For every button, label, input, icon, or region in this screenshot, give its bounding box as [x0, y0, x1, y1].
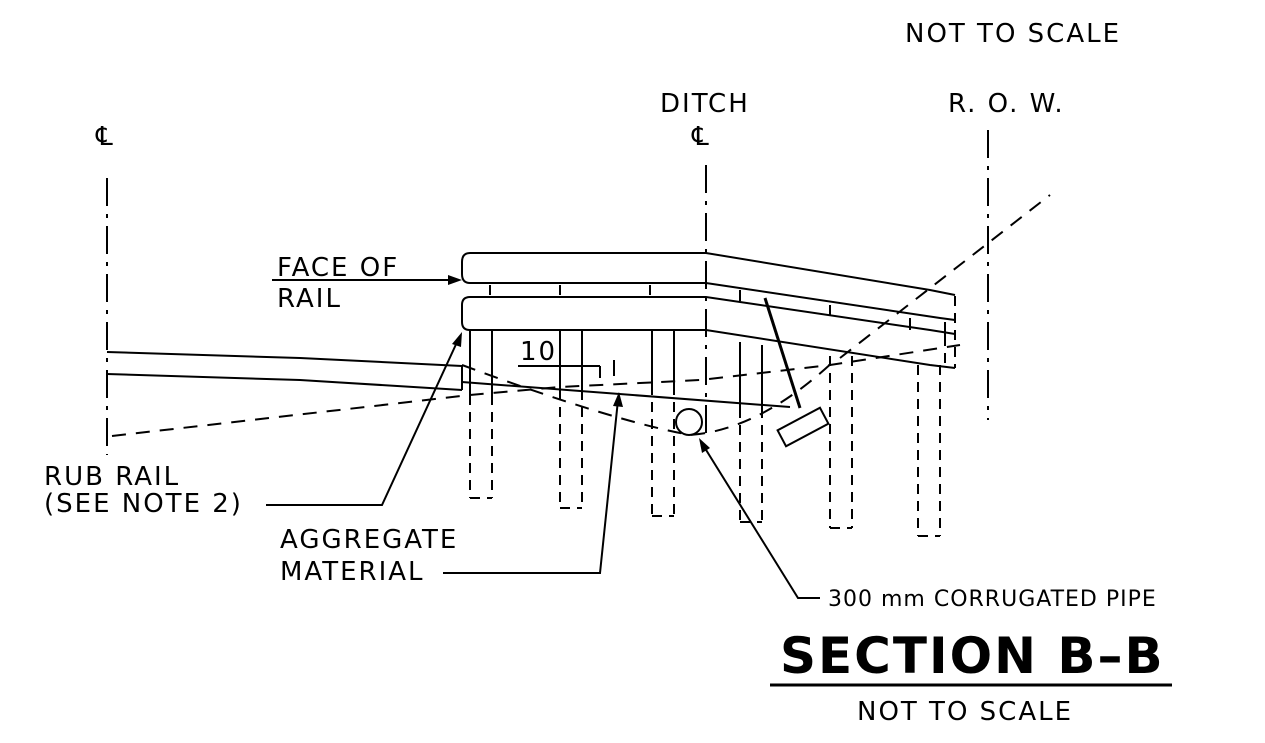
face-of-rail-arrowhead	[448, 275, 462, 285]
face-of-rail-label-line2: RAIL	[277, 284, 342, 314]
aggregate-label-line2: MATERIAL	[280, 557, 425, 587]
ditch-bottom-line	[461, 381, 791, 408]
ditch-label: DITCH	[660, 89, 750, 119]
pipe-arrowhead	[699, 438, 710, 453]
road-centerline-symbol: ℄	[95, 122, 115, 152]
rub-rail-arrowhead	[452, 332, 462, 347]
aggregate-arrowhead	[613, 392, 623, 407]
pipe-label: 300 mm CORRUGATED PIPE	[828, 587, 1157, 612]
upper-rail-bottom	[470, 282, 956, 321]
rail-spacer-blocks	[489, 285, 946, 336]
aggregate-label-line1: AGGREGATE	[280, 525, 458, 555]
aggregate-leader	[443, 399, 619, 574]
rub-rail-label-line1: RUB RAIL	[44, 462, 180, 492]
deadman-block	[776, 406, 830, 448]
top-scale-note: NOT TO SCALE	[905, 19, 1121, 49]
lower-rail-top	[470, 296, 956, 335]
corrugated-pipe	[675, 408, 703, 436]
road-surface-bottom	[106, 373, 463, 391]
pipe-leader	[702, 444, 820, 599]
rub-rail-leader	[266, 339, 459, 506]
aggregate-boundary	[461, 359, 836, 437]
ditch-backslope-line	[839, 194, 1051, 359]
face-of-rail-label-line1: FACE OF	[277, 253, 399, 283]
row-label: R. O. W.	[948, 89, 1065, 119]
existing-ground-line	[111, 344, 961, 437]
lower-rail-bottom	[470, 329, 956, 369]
upper-rail-top	[470, 252, 956, 296]
slope-ratio-label: 10	[520, 337, 557, 367]
road-surface-top	[106, 351, 463, 367]
lower-rail-end	[461, 296, 471, 331]
rub-rail-label-line2: (SEE NOTE 2)	[44, 489, 243, 519]
ditch-centerline-symbol: ℄	[691, 122, 711, 152]
upper-rail-end	[461, 252, 471, 284]
anchor-rod	[763, 297, 802, 409]
bottom-scale-note: NOT TO SCALE	[857, 697, 1073, 727]
section-title: SECTION B–B	[780, 627, 1165, 685]
